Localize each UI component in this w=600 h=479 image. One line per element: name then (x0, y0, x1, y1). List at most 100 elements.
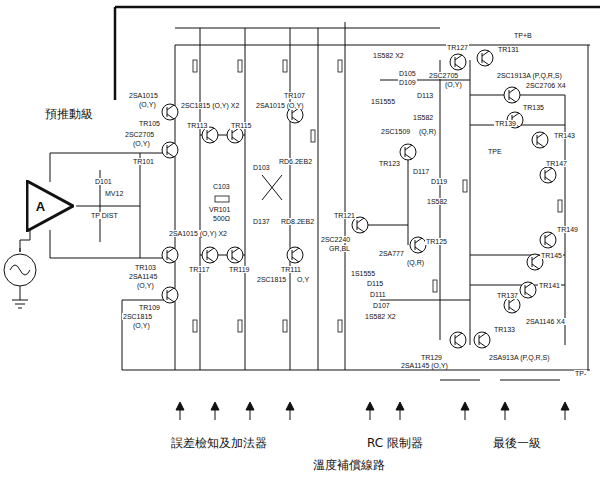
part-label: 2SC1509 (380, 128, 411, 135)
part-label: C103 (212, 183, 231, 190)
part-label: 2SC1913A (P,Q,R,S) (496, 72, 563, 79)
part-label: D107 (372, 302, 391, 309)
transistor-symbol (474, 332, 490, 348)
part-label: (Q,R) (406, 259, 425, 266)
part-label: TR119 (228, 266, 251, 273)
part-label: TP+B (513, 32, 533, 39)
amplifier-label: A (36, 199, 45, 214)
transistor-symbol (532, 132, 548, 148)
transistor-symbol (477, 50, 493, 66)
transistor-symbol (450, 54, 466, 70)
part-label: TR143 (553, 132, 576, 139)
part-label: 1S1555 (350, 270, 376, 277)
transistor-symbol (227, 247, 243, 263)
part-label: 2SA1145 (128, 273, 158, 280)
part-label: 1S582 X2 (364, 313, 397, 320)
part-label: D119 (430, 178, 448, 185)
part-label: 2SC2705 (428, 72, 459, 79)
part-label: D117 (412, 168, 430, 175)
part-label: (O,Y) (138, 101, 157, 108)
part-label: TR139 (494, 120, 517, 127)
part-label: 2SC2705 (124, 131, 155, 138)
part-label: TR141 (538, 282, 561, 289)
part-label: TR131 (497, 46, 520, 53)
transistor-symbol (287, 247, 303, 263)
part-label: TP- (574, 370, 587, 377)
part-label: 1S582 (412, 114, 434, 121)
part-label: 2SC2706 X4 (525, 82, 567, 89)
part-label: 2SA777 (378, 250, 405, 257)
part-label: (O,Y) (132, 322, 151, 329)
part-label: TR117 (188, 266, 211, 273)
part-label: D103 (252, 164, 271, 171)
part-label: D111 (369, 291, 387, 298)
transistor-symbol (162, 142, 178, 158)
section-caption: 溫度補償線路 (312, 459, 386, 472)
transistor-symbol (540, 232, 556, 248)
transistor-symbol (227, 127, 243, 143)
transistor-symbol (202, 247, 218, 263)
part-label: TR109 (138, 304, 161, 311)
transistor-symbol (450, 332, 466, 348)
part-label: TR129 (420, 354, 443, 361)
transistor-symbol (400, 144, 416, 160)
part-label: TR137 (496, 292, 519, 299)
section-caption: 最後一級 (492, 437, 542, 450)
part-label: TR121 (333, 212, 356, 219)
part-label: TR145 (540, 252, 563, 259)
part-label: 500Ω (212, 215, 231, 222)
part-label: 2SA1146 X4 (525, 318, 566, 325)
part-label: 2SC1815 (O,Y) X2 (180, 102, 240, 109)
part-label: 2SA913A (P,Q,R,S) (488, 354, 551, 361)
transistor-symbol (162, 287, 178, 303)
part-label: GR,BL (328, 245, 351, 252)
part-label: 2SA1015 (128, 92, 159, 99)
part-label: 2SA1015 (O,Y) X2 (168, 230, 228, 237)
part-label: 1S582 (426, 198, 448, 205)
part-label: 2SC2240 (320, 236, 351, 243)
section-caption: 預推動級 (44, 108, 94, 121)
part-label: TR115 (230, 122, 253, 129)
part-label: MV12 (104, 190, 124, 197)
transistor-symbol (504, 87, 520, 103)
part-label: RD6.2EB2 (278, 158, 313, 165)
part-label: TP DIST (90, 212, 119, 219)
part-label: TR113 (186, 122, 209, 129)
part-label: TR101 (132, 158, 155, 165)
transistor-symbol (162, 247, 178, 263)
part-label: (O,Y) (444, 81, 463, 88)
part-label: TR127 (446, 44, 469, 51)
part-label: TR103 (134, 264, 157, 271)
part-label: D137 (252, 218, 271, 225)
part-label: 2SC1815 (122, 313, 153, 320)
transistor-symbol (162, 104, 178, 120)
amplifier-triangle: A (26, 180, 74, 232)
part-label: RD8.2EB2 (280, 218, 315, 225)
part-label: TR105 (138, 120, 161, 127)
transistor-symbol (540, 167, 556, 183)
part-label: TR123 (378, 160, 401, 167)
part-label: 1S582 X2 (372, 52, 405, 59)
part-label: (O,Y) (136, 282, 155, 289)
part-label: D101 (94, 178, 113, 185)
part-label: D105 (398, 70, 417, 77)
transistor-symbol (410, 237, 426, 253)
part-label: TR133 (493, 326, 516, 333)
part-label: TR147 (545, 160, 568, 167)
part-label: TR107 (283, 92, 306, 99)
part-label: 2SC1815 (256, 276, 287, 283)
part-label: TPE (487, 148, 503, 155)
section-caption: 誤差檢知及加法器 (170, 437, 268, 450)
part-label: 1S1555 (370, 98, 396, 105)
transistor-symbol (504, 297, 520, 313)
part-label: TR135 (522, 104, 545, 111)
amplifier-outline (26, 180, 74, 232)
part-label: D113 (416, 92, 434, 99)
part-label: TR111 (280, 266, 302, 273)
part-label: (Q,R) (418, 128, 437, 135)
section-caption: RC 限制器 (366, 437, 424, 450)
part-label: TR149 (556, 226, 579, 233)
part-label: TR125 (425, 238, 448, 245)
transistor-symbol (202, 127, 218, 143)
transistor-symbol (352, 217, 368, 233)
